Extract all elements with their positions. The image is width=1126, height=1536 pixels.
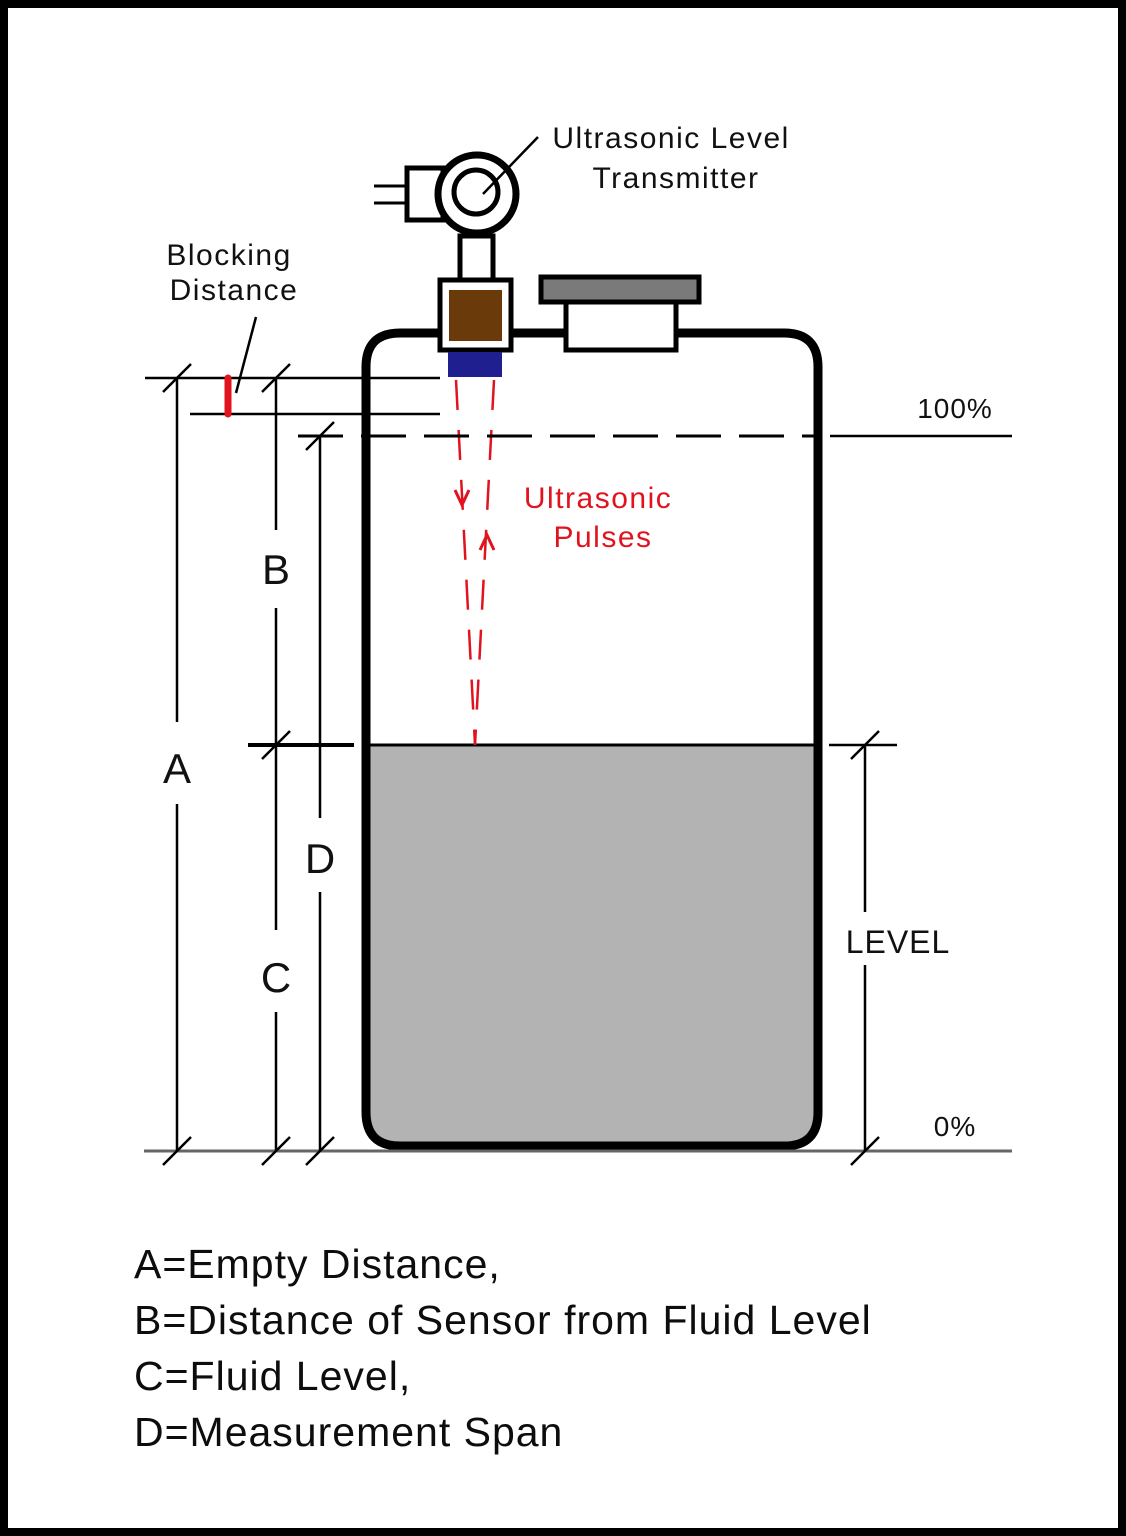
label-100-percent: 100% bbox=[917, 393, 993, 424]
label-c: C bbox=[261, 954, 291, 1001]
label-b: B bbox=[262, 546, 290, 593]
legend-item-d: D=Measurement Span bbox=[134, 1409, 564, 1455]
dimension-b-c bbox=[261, 363, 291, 1166]
pulse-down-arrow-icon bbox=[453, 489, 471, 509]
dimension-d bbox=[305, 421, 335, 1166]
legend-item-a: A=Empty Distance, bbox=[134, 1241, 501, 1287]
transmitter-leader-line bbox=[482, 136, 539, 195]
pulse-up-arrow-icon bbox=[478, 531, 496, 551]
dimension-level bbox=[850, 730, 880, 1166]
tank-outline bbox=[361, 328, 823, 1151]
legend: A=Empty Distance, B=Distance of Sensor f… bbox=[134, 1236, 872, 1460]
manway-neck bbox=[563, 299, 679, 353]
manway-lid bbox=[538, 274, 702, 305]
dimension-a bbox=[162, 363, 192, 1166]
label-a: A bbox=[163, 745, 191, 792]
label-0-percent: 0% bbox=[934, 1111, 976, 1142]
legend-item-c: C=Fluid Level, bbox=[134, 1353, 412, 1399]
ultrasonic-pulses-label: Ultrasonic Pulses bbox=[524, 482, 682, 554]
transmitter-label: Ultrasonic Level Transmitter bbox=[552, 122, 799, 195]
blocking-distance-label: Blocking Distance bbox=[166, 239, 301, 307]
transmitter-icon bbox=[374, 151, 520, 377]
label-d: D bbox=[305, 835, 335, 882]
legend-item-b: B=Distance of Sensor from Fluid Level bbox=[134, 1297, 872, 1343]
ultrasonic-pulses bbox=[453, 379, 496, 746]
label-level: LEVEL bbox=[846, 924, 951, 960]
blocking-leader-line bbox=[234, 316, 258, 394]
fluid-fill bbox=[368, 745, 816, 1145]
